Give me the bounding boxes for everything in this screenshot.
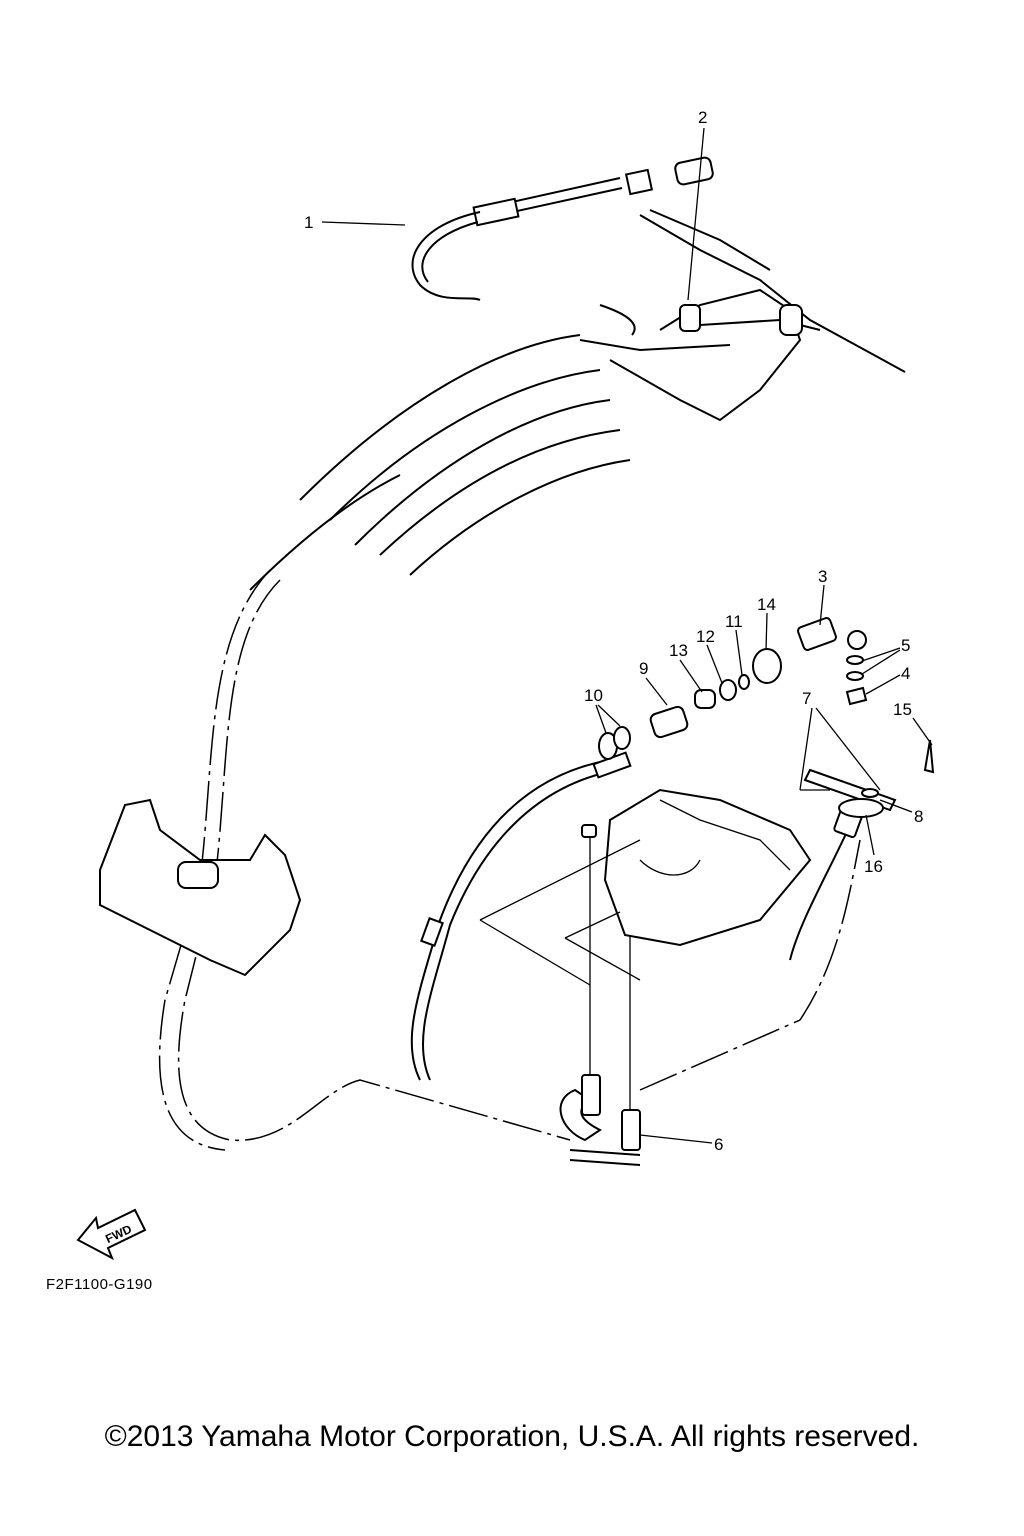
hull-outline — [158, 334, 631, 1151]
copyright: ©2013 Yamaha Motor Corporation, U.S.A. A… — [104, 1420, 920, 1453]
callout-15: 15 — [893, 700, 912, 719]
callout-5: 5 — [901, 636, 910, 655]
callout-9: 9 — [639, 659, 648, 678]
leader-lines — [321, 127, 933, 1144]
mount-block — [99, 798, 302, 977]
callout-16: 16 — [864, 857, 883, 876]
callout-6: 6 — [714, 1135, 723, 1154]
callout-1: 1 — [304, 213, 313, 232]
small-parts — [598, 617, 935, 818]
fwd-arrow-icon: FWD — [76, 1208, 147, 1261]
pump-housing — [479, 788, 812, 986]
cable-1 — [411, 156, 714, 336]
callout-14: 14 — [757, 595, 776, 614]
callout-11: 11 — [725, 612, 743, 631]
callout-13: 13 — [669, 641, 688, 660]
callout-12: 12 — [696, 627, 715, 646]
callout-4: 4 — [901, 664, 910, 683]
diagram-code: F2F1100-G190 — [46, 1276, 153, 1293]
callout-3: 3 — [818, 567, 827, 586]
callout-8: 8 — [914, 807, 923, 826]
callout-2: 2 — [698, 108, 707, 127]
callout-10: 10 — [584, 686, 603, 705]
handlebar-area — [579, 209, 906, 422]
callout-7: 7 — [802, 689, 811, 708]
